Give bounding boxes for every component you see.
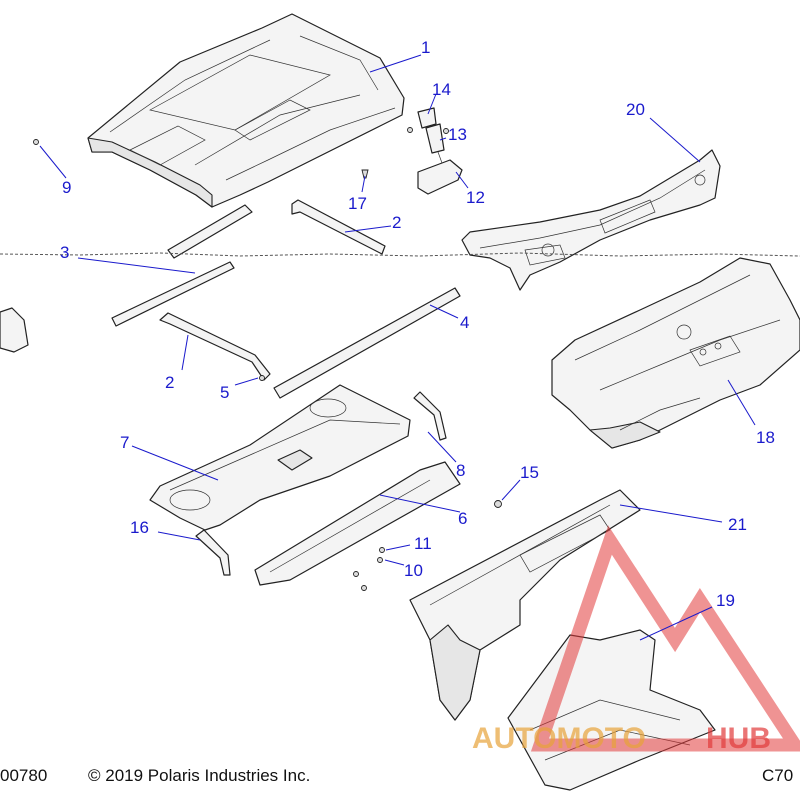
callout-10: 10 bbox=[404, 561, 423, 580]
callout-18: 18 bbox=[756, 428, 775, 447]
callout-12: 12 bbox=[466, 188, 485, 207]
callout-16: 16 bbox=[130, 518, 149, 537]
part-trim-16 bbox=[195, 529, 231, 576]
part-rail-upper bbox=[291, 199, 386, 255]
part-mirror bbox=[407, 107, 463, 195]
callout-15: 15 bbox=[520, 463, 539, 482]
part-floor-panel bbox=[507, 629, 716, 791]
callout-21: 21 bbox=[728, 515, 747, 534]
part-screw-9 bbox=[33, 139, 39, 145]
watermark-text-1: AUTOMOTO bbox=[472, 722, 646, 755]
callout-1: 1 bbox=[421, 38, 430, 57]
part-rail-lower bbox=[159, 312, 271, 381]
part-screw-5 bbox=[259, 375, 265, 381]
part-trim-3 bbox=[111, 204, 253, 327]
footer: 00780 © 2019 Polaris Industries Inc. C70 bbox=[0, 766, 793, 785]
page-tear-line bbox=[0, 252, 800, 257]
callout-7: 7 bbox=[120, 433, 129, 452]
part-roof bbox=[87, 13, 405, 208]
footer-right-code: C70 bbox=[762, 766, 793, 785]
part-fragment-left bbox=[0, 307, 29, 353]
part-headliner bbox=[149, 384, 411, 531]
part-center-panel bbox=[254, 461, 461, 591]
part-nut-15 bbox=[494, 500, 502, 508]
part-trim-8 bbox=[413, 391, 447, 441]
callout-5: 5 bbox=[220, 383, 229, 402]
part-bulkhead bbox=[551, 257, 800, 449]
callout-labels: 1 2 2 3 4 5 6 7 8 9 10 11 12 13 14 15 16… bbox=[60, 38, 775, 610]
part-clip-17 bbox=[361, 169, 369, 179]
footer-left-code: 00780 bbox=[0, 766, 47, 785]
callout-9: 9 bbox=[62, 178, 71, 197]
callout-2-upper: 2 bbox=[392, 213, 401, 232]
callout-8: 8 bbox=[456, 461, 465, 480]
callout-4: 4 bbox=[460, 313, 469, 332]
part-cross-member bbox=[461, 149, 721, 291]
leader-lines bbox=[39, 54, 756, 641]
watermark-text-2: HUB bbox=[706, 722, 771, 755]
callout-3: 3 bbox=[60, 243, 69, 262]
callout-13: 13 bbox=[448, 125, 467, 144]
watermark-logo: AUTOMOTO HUB bbox=[472, 525, 800, 755]
callout-17: 17 bbox=[348, 194, 367, 213]
callout-20: 20 bbox=[626, 100, 645, 119]
callout-2-lower: 2 bbox=[165, 373, 174, 392]
callout-6: 6 bbox=[458, 509, 467, 528]
callout-14: 14 bbox=[432, 80, 451, 99]
part-trim-4 bbox=[273, 287, 461, 399]
part-floor-frame bbox=[409, 489, 641, 721]
callout-11: 11 bbox=[414, 534, 432, 553]
footer-copyright: © 2019 Polaris Industries Inc. bbox=[88, 766, 310, 785]
callout-19: 19 bbox=[716, 591, 735, 610]
